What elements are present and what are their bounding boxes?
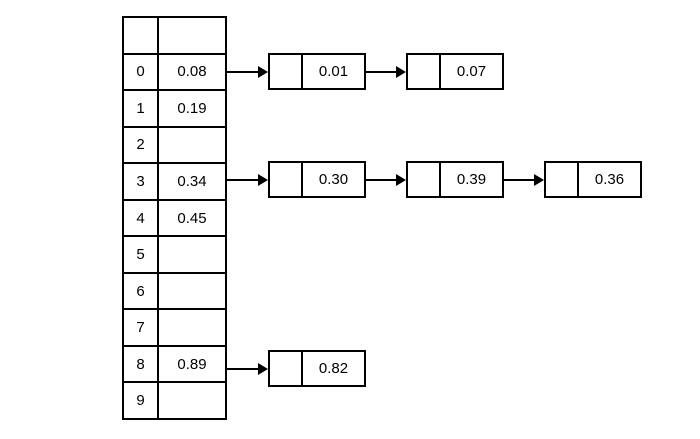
bucket-row-0: 0 0.08: [124, 54, 225, 92]
bucket-value: 0.34: [177, 172, 207, 190]
pointer-arrow-icon: [504, 173, 544, 186]
bucket-index: 5: [124, 237, 159, 272]
arrow-shaft: [366, 70, 396, 73]
arrow-head-icon: [534, 173, 544, 186]
table-header-row: [124, 18, 225, 55]
bucket-value: [159, 274, 225, 309]
bucket-row-1: 1 0.19: [124, 91, 225, 128]
pointer-arrow-icon: [366, 65, 406, 78]
node-pointer-cell: [270, 352, 303, 385]
bucket-value: [159, 237, 225, 272]
list-node: 0.07: [406, 53, 504, 90]
bucket-table: 0 0.08 1 0.19 2 3 0.34 4 0.45 5 6 7: [122, 16, 227, 420]
list-node: 0.30: [268, 161, 366, 198]
bucket-row-8: 8 0.89: [124, 346, 225, 384]
list-node: 0.39: [406, 161, 504, 198]
list-node: 0.36: [544, 161, 642, 198]
arrow-shaft: [366, 178, 396, 181]
arrow-head-icon: [258, 65, 268, 78]
node-pointer-cell: [270, 163, 303, 196]
chain-bucket-8: 0.82: [227, 350, 366, 387]
arrow-shaft: [227, 178, 258, 181]
node-pointer-cell: [546, 163, 579, 196]
bucket-index: 7: [124, 310, 159, 345]
node-value: 0.36: [594, 171, 625, 188]
node-value: 0.82: [318, 360, 349, 377]
list-node: 0.82: [268, 350, 366, 387]
bucket-index: 9: [124, 383, 159, 419]
bucket-row-3: 3 0.34: [124, 164, 225, 201]
bucket-value: [159, 310, 225, 345]
node-value: 0.39: [456, 171, 487, 188]
bucket-index: 1: [124, 91, 159, 126]
arrow-shaft: [504, 178, 534, 181]
bucket-row-6: 6: [124, 273, 225, 311]
pointer-arrow-icon: [227, 362, 268, 375]
bucket-index: 0: [124, 54, 159, 90]
arrow-shaft: [227, 367, 258, 370]
bucket-value: 0.19: [177, 99, 207, 117]
list-node: 0.01: [268, 53, 366, 90]
bucket-value: 0.45: [177, 209, 207, 227]
arrow-head-icon: [258, 173, 268, 186]
chain-bucket-3: 0.30 0.39 0.36: [227, 161, 642, 198]
arrow-head-icon: [396, 173, 406, 186]
bucket-value: 0.08: [177, 63, 207, 81]
node-pointer-cell: [408, 163, 441, 196]
bucket-index: 8: [124, 346, 159, 382]
pointer-arrow-icon: [227, 65, 268, 78]
bucket-index: 3: [124, 164, 159, 199]
arrow-shaft: [227, 70, 258, 73]
bucket-row-9: 9: [124, 383, 225, 419]
bucket-index: 6: [124, 273, 159, 309]
bucket-row-2: 2: [124, 127, 225, 165]
bucket-value: [159, 383, 225, 418]
bucket-row-4: 4 0.45: [124, 200, 225, 238]
bucket-row-7: 7: [124, 310, 225, 347]
bucket-row-5: 5: [124, 237, 225, 274]
bucket-index: 4: [124, 200, 159, 236]
pointer-arrow-icon: [366, 173, 406, 186]
header-value-cell: [159, 18, 225, 53]
node-value: 0.01: [318, 63, 349, 80]
pointer-arrow-icon: [227, 173, 268, 186]
bucket-value: [159, 128, 225, 163]
node-value: 0.07: [456, 63, 487, 80]
node-pointer-cell: [408, 55, 441, 88]
bucket-index: 2: [124, 127, 159, 163]
bucket-value: 0.89: [177, 355, 207, 373]
node-pointer-cell: [270, 55, 303, 88]
node-value: 0.30: [318, 171, 349, 188]
arrow-head-icon: [258, 362, 268, 375]
chain-bucket-0: 0.01 0.07: [227, 53, 504, 90]
arrow-head-icon: [396, 65, 406, 78]
header-index-cell: [124, 18, 159, 53]
